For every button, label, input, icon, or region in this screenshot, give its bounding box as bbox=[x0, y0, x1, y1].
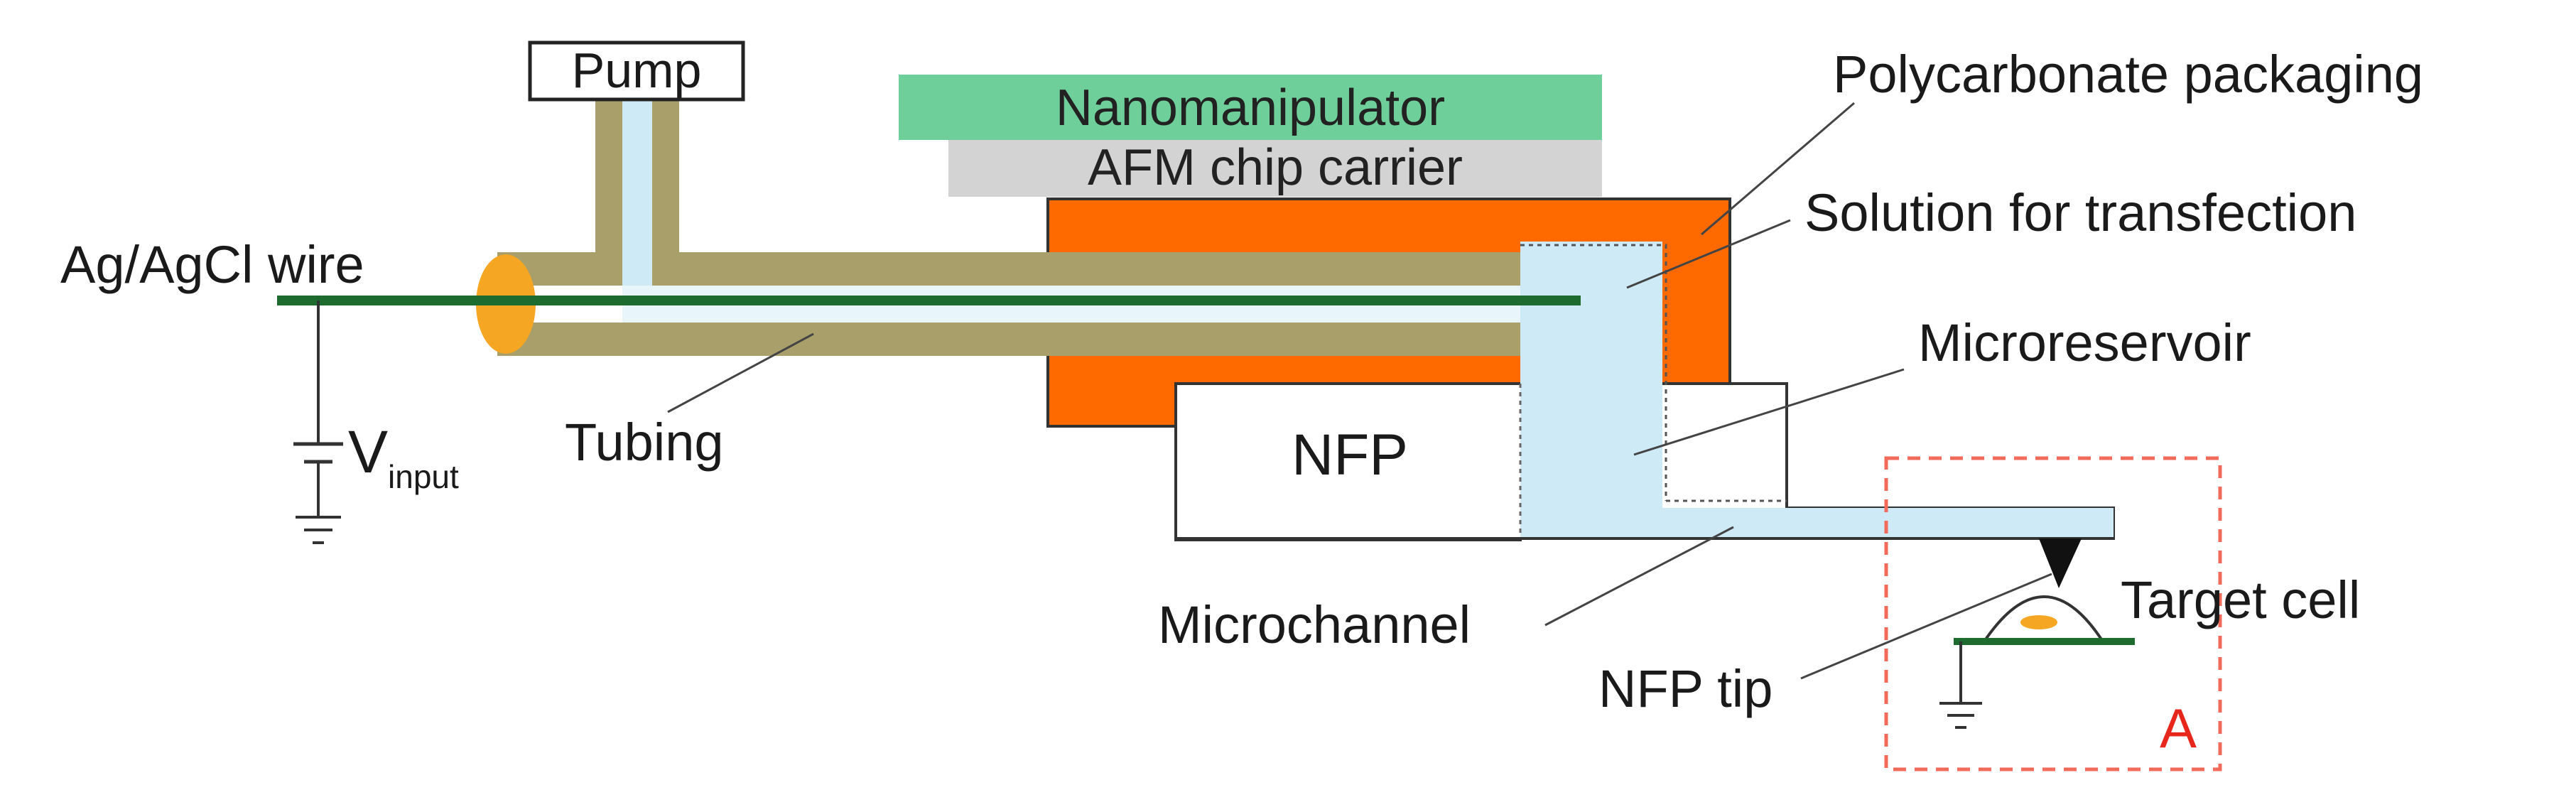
leader-microreservoir bbox=[1633, 368, 1905, 456]
label-nfp: NFP bbox=[1292, 423, 1408, 487]
label-v-input: Vinput bbox=[348, 418, 459, 495]
tubing-vertical-lumen bbox=[622, 99, 652, 300]
ground-symbol-left bbox=[296, 516, 341, 544]
label-v-sub: input bbox=[388, 458, 459, 495]
label-solution-for-transfection: Solution for transfection bbox=[1804, 183, 2356, 242]
nanomanipulator-bar bbox=[899, 75, 1602, 140]
tubing-lower-wall bbox=[497, 323, 1520, 356]
tubing-upper-wall-right bbox=[652, 252, 1520, 286]
pump-box bbox=[528, 40, 745, 102]
label-pump: Pump bbox=[572, 43, 702, 98]
label-v-main: V bbox=[348, 418, 388, 485]
label-inset-a: A bbox=[2160, 697, 2197, 759]
afm-chip-carrier-bar bbox=[948, 140, 1602, 197]
label-afm-chip-carrier: AFM chip carrier bbox=[1088, 139, 1463, 196]
label-tubing: Tubing bbox=[565, 413, 724, 472]
label-polycarbonate-packaging: Polycarbonate packaging bbox=[1833, 45, 2423, 104]
leader-microchannel bbox=[1544, 526, 1734, 627]
microreservoir-outline bbox=[1520, 244, 1667, 501]
cell-nucleus bbox=[2020, 615, 2057, 629]
label-target-cell: Target cell bbox=[2121, 570, 2360, 629]
label-microchannel: Microchannel bbox=[1158, 595, 1471, 654]
leader-polycarbonate bbox=[1701, 102, 1855, 236]
leader-nfp-tip bbox=[1800, 573, 2052, 680]
solution-region bbox=[1520, 242, 2114, 538]
nfp-tip-shape bbox=[2039, 538, 2082, 588]
label-microreservoir: Microreservoir bbox=[1918, 313, 2251, 372]
leader-solution bbox=[1626, 219, 1791, 289]
label-nanomanipulator: Nanomanipulator bbox=[1056, 80, 1445, 136]
leader-tubing bbox=[667, 332, 814, 413]
ground-symbol-right bbox=[1939, 702, 1982, 729]
label-nfp-tip: NFP tip bbox=[1598, 659, 1773, 718]
inset-box-a bbox=[1884, 456, 2222, 771]
label-ag-agcl-wire: Ag/AgCl wire bbox=[60, 235, 364, 294]
